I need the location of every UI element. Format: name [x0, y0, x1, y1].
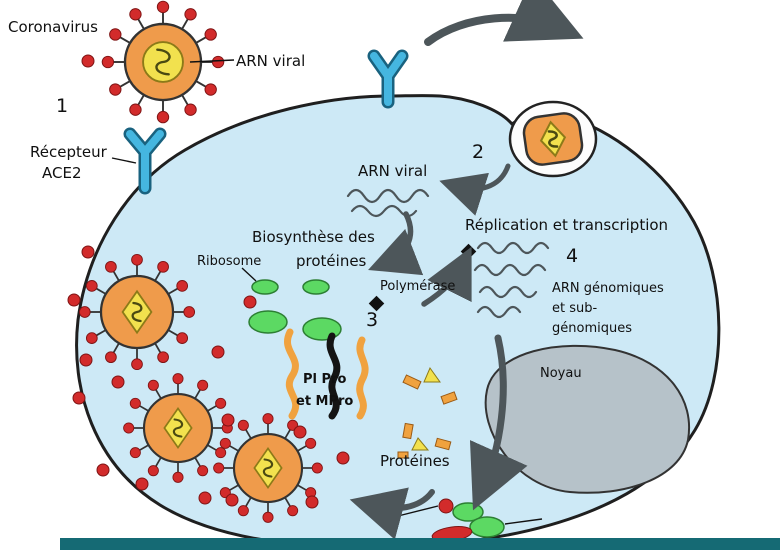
endosome: [508, 100, 598, 178]
uncoating-arrow: [439, 163, 511, 216]
free-spike-dots: [67, 245, 350, 509]
label-plpro: Pl Pro: [303, 372, 346, 387]
label-arn-genomiques-2: et sub-: [552, 301, 597, 316]
flow-arrows: [349, 0, 584, 540]
label-replication: Réplication et transcription: [465, 216, 668, 234]
translation-arrow: [368, 211, 424, 276]
label-recepteur: Récepteur: [30, 143, 108, 161]
label-biosynthese-2: protéines: [296, 252, 367, 270]
step-number-4: 4: [566, 245, 578, 267]
step-number-3: 3: [366, 309, 378, 331]
step-number-1: 1: [56, 95, 68, 117]
receptor-pointer: [111, 157, 137, 164]
bottom-bar: [60, 538, 780, 550]
proteins-to-assembly-arrow: [349, 487, 435, 540]
step-number-2: 2: [472, 141, 484, 163]
protein-fragments: [397, 366, 458, 459]
assembly-site: [397, 498, 543, 542]
membrane-receptor-icon: [367, 49, 409, 109]
protease-ribbons: [284, 328, 369, 420]
top-swoosh-arrow: [424, 0, 584, 46]
label-biosynthese-1: Biosynthèse des: [252, 228, 375, 246]
label-ace2: ACE2: [42, 164, 82, 182]
ace2-receptor-icon: [123, 127, 167, 195]
extracellular-virion: [102, 1, 224, 123]
label-mpro: et MPro: [296, 394, 353, 409]
label-proteines: Protéines: [380, 452, 450, 470]
free-spike-dot: [81, 54, 95, 68]
replication-arrow: [421, 246, 472, 307]
label-arn-genomiques-3: génomiques: [552, 321, 632, 336]
label-arn-genomiques-1: ARN génomiques: [552, 281, 664, 296]
label-arn-viral-inside: ARN viral: [358, 162, 427, 180]
label-arn-viral-outside: ARN viral: [236, 52, 305, 70]
label-ribosome: Ribosome: [197, 254, 261, 269]
arn-viral-pointer: [189, 59, 235, 63]
ribosome-pointer: [241, 267, 257, 282]
genome-to-assembly-arrow: [469, 334, 528, 511]
label-noyau: Noyau: [540, 366, 582, 381]
label-coronavirus: Coronavirus: [8, 18, 98, 36]
label-polymerase: Polymérase: [380, 279, 455, 294]
